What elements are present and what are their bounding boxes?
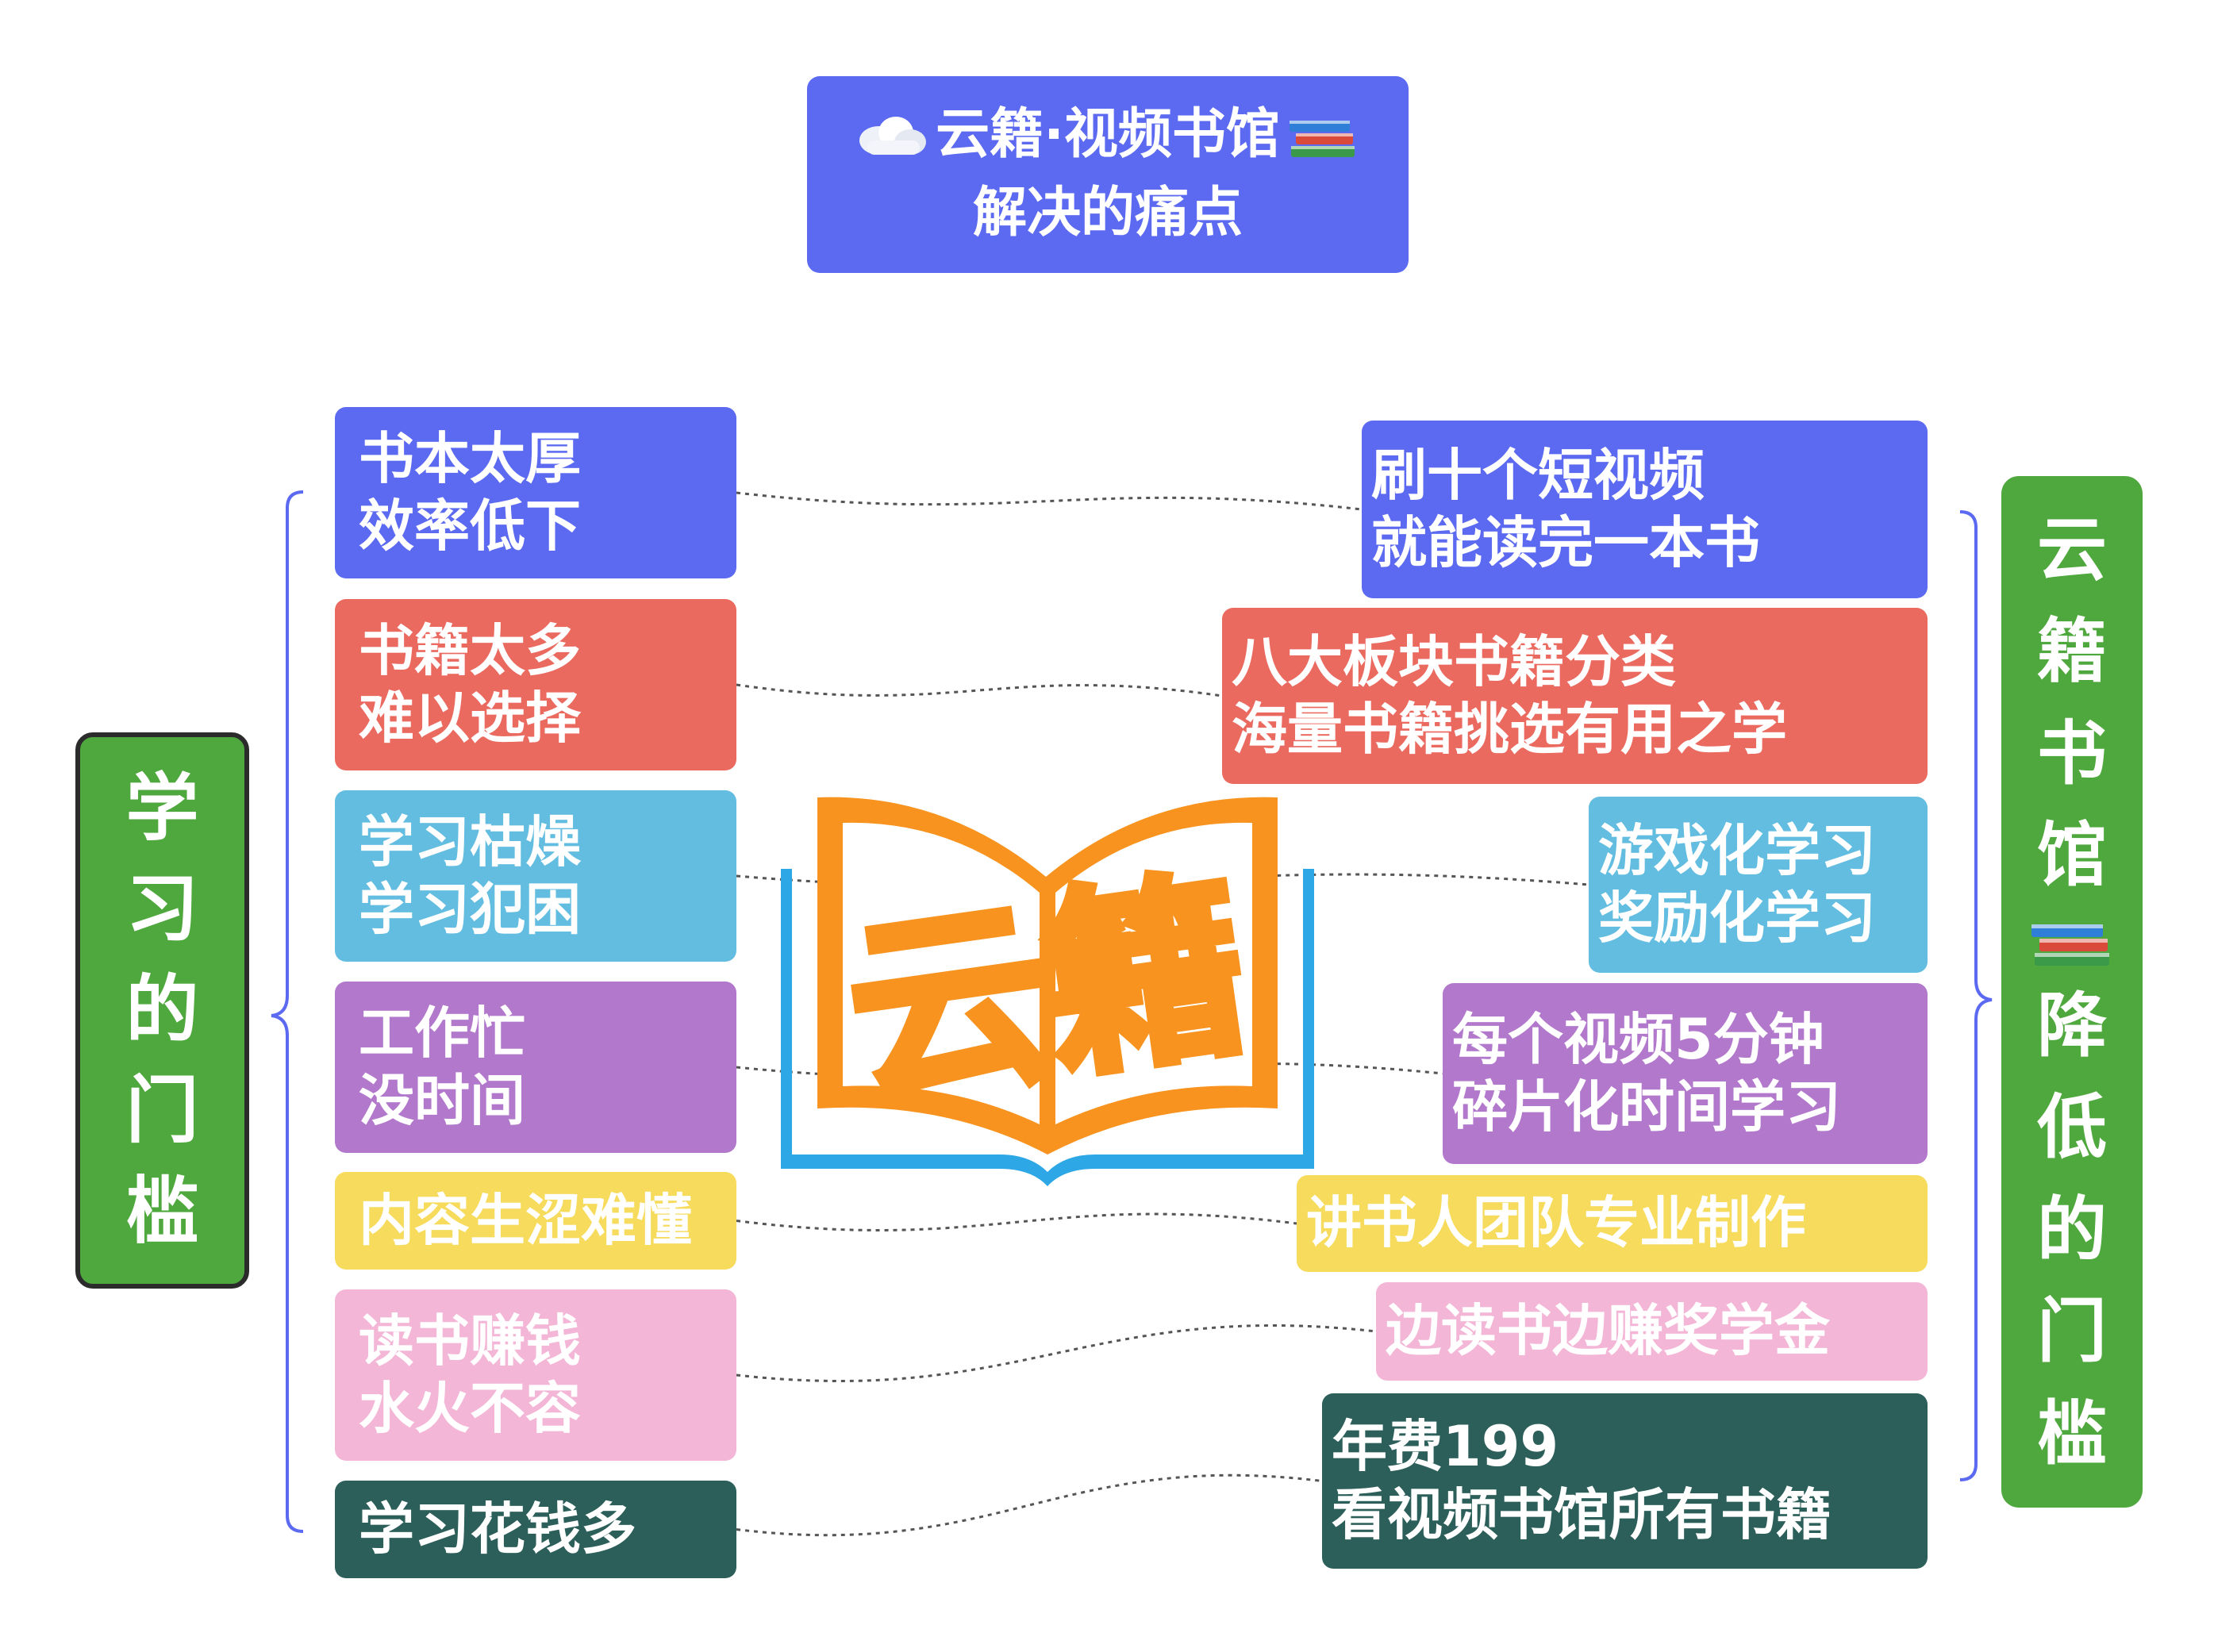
yunji-logo: 云籍	[781, 797, 1314, 1186]
right-label-char: 槛	[2036, 1392, 2107, 1474]
pain-point-box: 学习花钱多	[335, 1481, 736, 1578]
right-label-char: 馆	[2036, 814, 2107, 897]
pain-point-text: 读书赚钱	[359, 1308, 581, 1373]
solution-text: 碎片化时间学习	[1452, 1074, 1841, 1139]
title-line-1: 云籍·视频书馆	[936, 103, 1280, 167]
pain-point-text: 水火不容	[359, 1376, 581, 1441]
connector-line	[736, 491, 1363, 511]
pain-point-box: 学习枯燥 学习犯困	[335, 790, 736, 962]
left-label-char: 门	[125, 1067, 199, 1153]
solution-text: 讲书人团队专业制作	[1306, 1190, 1806, 1256]
pain-point-box: 内容生涩难懂	[335, 1172, 736, 1270]
solution-box: 八大板块书籍分类 海量书籍挑选有用之学	[1222, 608, 1928, 784]
solution-box: 游戏化学习 奖励化学习	[1589, 797, 1928, 973]
pain-point-text: 没时间	[359, 1068, 525, 1133]
solution-box: 刷十个短视频 就能读完一本书	[1362, 421, 1928, 598]
right-label-char: 门	[2036, 1290, 2107, 1373]
right-label-char: 低	[2036, 1086, 2107, 1169]
solution-text: 每个视频5分钟	[1452, 1006, 1824, 1072]
left-label-char: 学	[125, 766, 199, 851]
pain-point-text: 学习花钱多	[359, 1496, 636, 1562]
solution-text: 看视频书馆所有书籍	[1332, 1481, 1832, 1547]
books-icon	[2031, 924, 2109, 966]
right-label-char: 籍	[2036, 610, 2107, 693]
solution-box: 边读书边赚奖学金	[1376, 1282, 1928, 1381]
pain-point-box: 书籍太多 难以选择	[335, 599, 736, 770]
pain-point-box: 读书赚钱 水火不容	[335, 1289, 736, 1461]
pain-point-text: 效率低下	[359, 494, 581, 559]
pain-point-text: 内容生涩难懂	[359, 1187, 692, 1253]
solution-text: 年费199	[1332, 1414, 1559, 1480]
solution-text: 奖励化学习	[1598, 886, 1876, 951]
solution-text: 海量书籍挑选有用之学	[1232, 697, 1787, 762]
title-line-2: 解决的痛点	[972, 182, 1243, 244]
pain-point-box: 工作忙 没时间	[335, 982, 736, 1153]
solution-text: 就能读完一本书	[1371, 510, 1760, 575]
right-label-char: 书	[2036, 712, 2107, 794]
right-bracket	[1959, 510, 1993, 1481]
books-icon	[1289, 120, 1355, 157]
right-side-label: 云 籍 书 馆 降 低 的 门 槛	[2001, 476, 2143, 1508]
pain-point-text: 学习枯燥	[359, 809, 581, 874]
right-label-char: 云	[2036, 508, 2107, 590]
pain-point-text: 难以选择	[359, 686, 581, 751]
left-label-char: 槛	[125, 1168, 199, 1254]
left-label-char: 的	[125, 967, 199, 1053]
solution-text: 刷十个短视频	[1371, 442, 1705, 508]
title-row: 云籍·视频书馆	[856, 96, 1359, 175]
pain-point-text: 书籍太多	[359, 617, 581, 683]
solution-text: 边读书边赚奖学金	[1386, 1298, 1830, 1364]
pain-point-box: 书本太厚 效率低下	[335, 407, 736, 578]
solution-box: 讲书人团队专业制作	[1297, 1175, 1928, 1272]
connector-line	[736, 1324, 1377, 1382]
pain-point-text: 学习犯困	[359, 877, 581, 942]
logo-text: 云籍	[836, 849, 1261, 1133]
solution-box: 年费199 看视频书馆所有书籍	[1322, 1393, 1928, 1569]
left-bracket	[271, 490, 304, 1533]
connector-line	[736, 1473, 1323, 1537]
pain-point-text: 书本太厚	[359, 425, 581, 491]
title-box: 云籍·视频书馆 解决的痛点	[807, 76, 1409, 273]
solution-text: 八大板块书籍分类	[1232, 628, 1676, 694]
solution-box: 每个视频5分钟 碎片化时间学习	[1443, 983, 1928, 1164]
pain-point-text: 工作忙	[359, 1000, 525, 1066]
connector-line	[736, 1212, 1297, 1231]
logo-book-base	[781, 869, 1314, 1186]
left-label-char: 习	[125, 866, 199, 952]
left-side-label: 学 习 的 门 槛	[75, 732, 249, 1289]
right-label-char: 的	[2036, 1188, 2107, 1270]
right-label-char: 降	[2036, 984, 2107, 1066]
connector-line	[736, 683, 1223, 697]
cloud-icon	[859, 116, 927, 155]
solution-text: 游戏化学习	[1598, 817, 1876, 883]
